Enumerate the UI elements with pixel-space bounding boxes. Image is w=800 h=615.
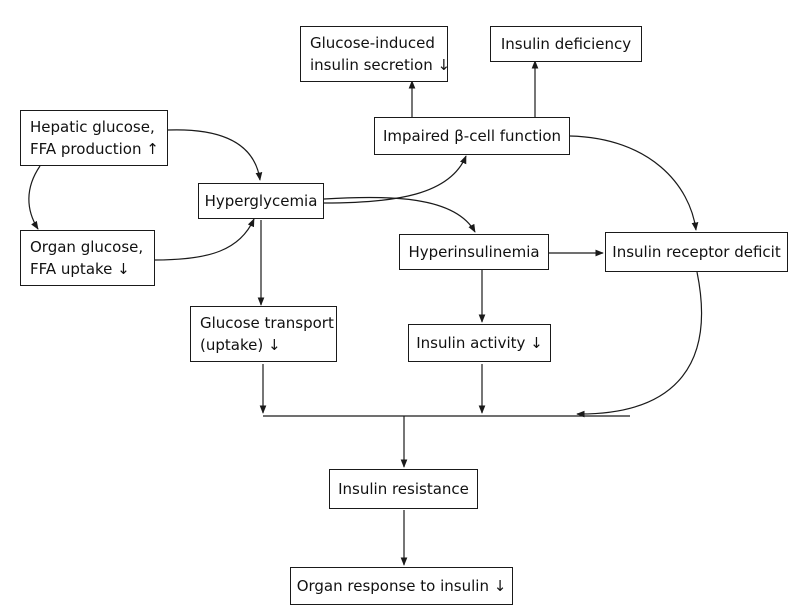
- node-organ-uptake-line2: FFA uptake ↓: [30, 260, 130, 278]
- arrow-impaired-beta-to-receptor-deficit: [569, 135, 699, 231]
- node-insulin-deficiency-label: Insulin deficiency: [500, 35, 632, 53]
- node-hyperinsulinemia: Hyperinsulinemia: [399, 234, 549, 270]
- node-insulin-resistance-label: Insulin resistance: [338, 480, 469, 498]
- node-hepatic-line2: FFA production ↑: [30, 140, 159, 158]
- node-hyperglycemia-label: Hyperglycemia: [204, 192, 318, 210]
- node-receptor-deficit-label: Insulin receptor deficit: [612, 243, 781, 261]
- node-hyperglycemia: Hyperglycemia: [198, 183, 324, 219]
- arrow-receptor-deficit-to-merge: [576, 271, 703, 418]
- node-glucose-induced-secretion: Glucose-induced insulin secretion ↓: [300, 26, 451, 82]
- node-insulin-activity: Insulin activity ↓: [408, 324, 551, 362]
- node-glucose-induced-line1: Glucose-induced: [310, 34, 435, 52]
- node-insulin-deficiency: Insulin deficiency: [490, 26, 642, 62]
- node-hepatic-line1: Hepatic glucose,: [30, 118, 155, 136]
- node-organ-response-label: Organ response to insulin ↓: [296, 577, 507, 595]
- node-insulin-activity-label: Insulin activity ↓: [416, 334, 543, 352]
- node-insulin-receptor-deficit: Insulin receptor deficit: [605, 232, 788, 272]
- arrow-hyperglycemia-to-hyperinsulinemia: [323, 196, 476, 233]
- node-organ-response: Organ response to insulin ↓: [290, 567, 513, 605]
- node-impaired-beta-cell: Impaired β-cell function: [374, 117, 570, 155]
- node-glucose-transport-line1: Glucose transport: [200, 314, 334, 332]
- node-organ-uptake-line1: Organ glucose,: [30, 238, 144, 256]
- arrow-hyperglycemia-to-impaired-beta: [323, 155, 467, 204]
- node-insulin-resistance: Insulin resistance: [329, 469, 478, 509]
- node-organ-uptake: Organ glucose, FFA uptake ↓: [20, 230, 155, 286]
- node-glucose-transport-line2: (uptake) ↓: [200, 336, 281, 354]
- arrow-organ-uptake-to-hyperglycemia: [154, 218, 255, 261]
- arrow-hepatic-to-hyperglycemia: [167, 129, 263, 181]
- node-impaired-beta-label: Impaired β-cell function: [382, 127, 562, 145]
- node-hepatic-glucose: Hepatic glucose, FFA production ↑: [20, 110, 168, 166]
- node-glucose-induced-line2: insulin secretion ↓: [310, 56, 451, 74]
- arrow-hepatic-to-organ-uptake: [28, 165, 41, 230]
- node-glucose-transport: Glucose transport (uptake) ↓: [190, 306, 337, 362]
- node-hyperinsulinemia-label: Hyperinsulinemia: [408, 243, 540, 261]
